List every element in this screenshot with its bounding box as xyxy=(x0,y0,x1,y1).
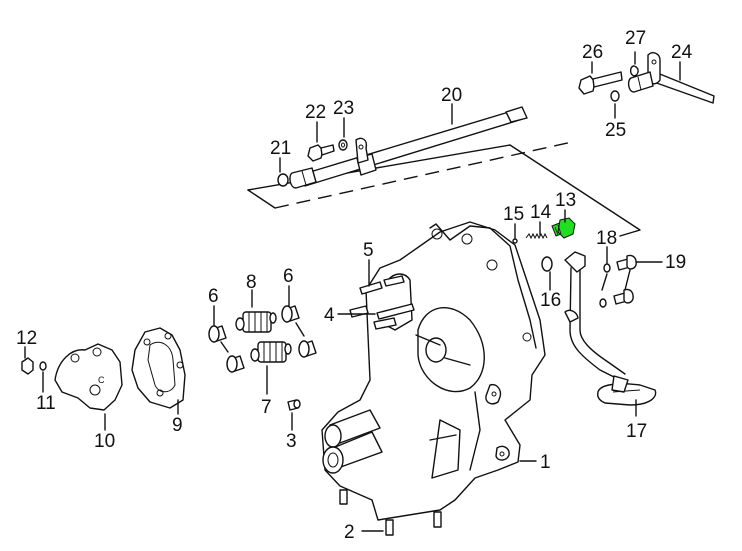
part-13-plug-highlighted[interactable] xyxy=(551,217,576,239)
label-27: 27 xyxy=(625,28,646,49)
part-17-oil-pickup[interactable] xyxy=(564,251,657,406)
part-25-o-ring[interactable] xyxy=(610,90,620,102)
part-18-washers[interactable] xyxy=(599,263,611,308)
part-10-pump-cover[interactable]: C xyxy=(54,343,123,411)
label-24: 24 xyxy=(671,42,693,63)
label-26: 26 xyxy=(582,42,603,63)
part-27-lock-washer[interactable] xyxy=(629,65,639,77)
leader-lines xyxy=(24,51,681,532)
label-15: 15 xyxy=(503,204,524,225)
part-12-nut[interactable] xyxy=(21,357,34,375)
label-3: 3 xyxy=(286,431,297,452)
label-21: 21 xyxy=(270,138,291,159)
label-2: 2 xyxy=(344,522,355,543)
part-21-o-ring[interactable] xyxy=(277,173,289,187)
label-16: 16 xyxy=(540,290,561,311)
label-23: 23 xyxy=(333,98,354,119)
part-1-housing[interactable] xyxy=(321,221,546,521)
part-23-washer[interactable] xyxy=(338,139,348,151)
label-6a: 6 xyxy=(208,286,219,307)
label-10: 10 xyxy=(94,431,115,452)
part-2-studs[interactable] xyxy=(339,489,442,536)
label-25: 25 xyxy=(605,120,626,141)
part-20-shift-rod[interactable] xyxy=(289,106,528,189)
label-14: 14 xyxy=(530,202,552,223)
label-18: 18 xyxy=(596,228,617,249)
label-5: 5 xyxy=(363,240,374,261)
label-7: 7 xyxy=(261,397,272,418)
part-14-spring[interactable] xyxy=(525,232,548,240)
part-24-lever-shaft[interactable] xyxy=(627,52,715,104)
label-20: 20 xyxy=(441,85,462,106)
part-16-o-ring[interactable] xyxy=(541,256,553,272)
part-15-ball[interactable] xyxy=(512,238,518,244)
label-9: 9 xyxy=(172,415,183,436)
label-8: 8 xyxy=(246,272,257,293)
label-22: 22 xyxy=(305,102,326,123)
part-4-studs[interactable] xyxy=(349,303,415,330)
part-8-gear[interactable] xyxy=(235,311,277,333)
part-6-bushings[interactable] xyxy=(208,305,317,373)
part-26-bolt[interactable] xyxy=(578,71,623,95)
part-number-labels: 1 2 3 4 5 6 6 7 8 9 10 11 12 13 14 15 16… xyxy=(16,28,693,543)
label-13: 13 xyxy=(555,190,576,211)
part-3-dowel[interactable] xyxy=(287,399,301,411)
part-22-bolt[interactable] xyxy=(307,144,335,162)
assembly-plane-outline xyxy=(247,141,641,237)
label-17: 17 xyxy=(626,421,647,442)
part-19-bolts[interactable] xyxy=(613,254,637,305)
svg-text:C: C xyxy=(98,375,105,385)
label-1: 1 xyxy=(540,452,551,473)
part-5-studs[interactable] xyxy=(359,275,405,295)
label-11: 11 xyxy=(36,393,56,414)
part-7-gear[interactable] xyxy=(250,341,292,363)
label-4: 4 xyxy=(324,305,335,326)
label-19: 19 xyxy=(665,252,686,273)
part-11-washer[interactable] xyxy=(39,361,47,371)
label-12: 12 xyxy=(16,328,37,349)
label-6b: 6 xyxy=(283,266,294,287)
part-9-gasket[interactable] xyxy=(131,327,186,409)
